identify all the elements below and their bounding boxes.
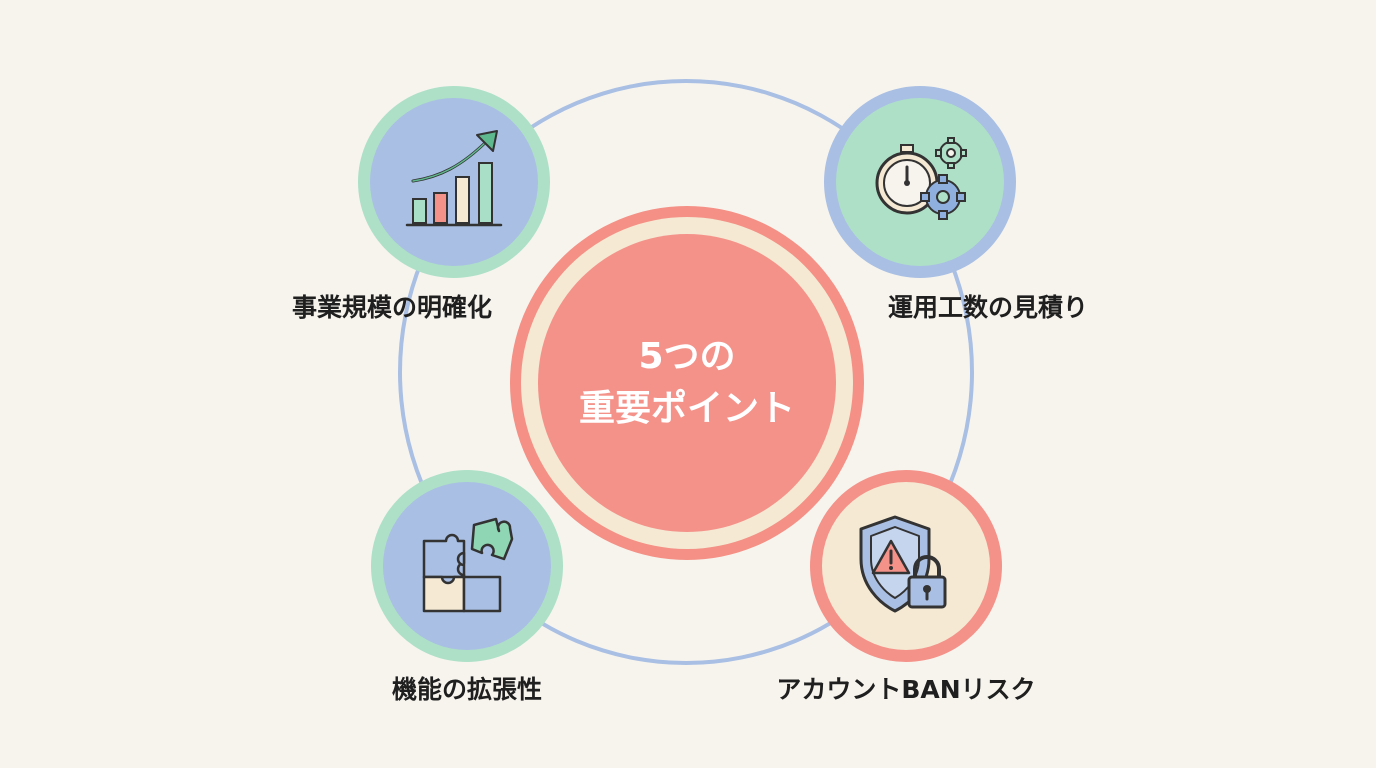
stopwatch-gears-icon xyxy=(875,137,967,220)
node-extensibility xyxy=(371,470,563,662)
shield-lock-icon xyxy=(859,515,947,613)
connector-ring xyxy=(398,79,974,665)
label-business-scale: 事業規模の明確化 xyxy=(291,293,492,322)
node-business-scale xyxy=(358,86,550,278)
label-account-ban-risk: アカウントBANリスク xyxy=(776,675,1036,704)
node-operation-effort xyxy=(824,86,1016,278)
center-circle: 5つの 重要ポイント xyxy=(538,234,836,532)
center-title-line2: 重要ポイント xyxy=(578,388,795,429)
label-operation-effort: 運用工数の見積り xyxy=(887,293,1088,322)
center-title-line1: 5つの xyxy=(638,336,736,377)
puzzle-icon xyxy=(422,517,514,613)
growth-chart-icon xyxy=(405,130,503,227)
label-extensibility: 機能の拡張性 xyxy=(391,675,542,704)
node-account-ban-risk xyxy=(810,470,1002,662)
